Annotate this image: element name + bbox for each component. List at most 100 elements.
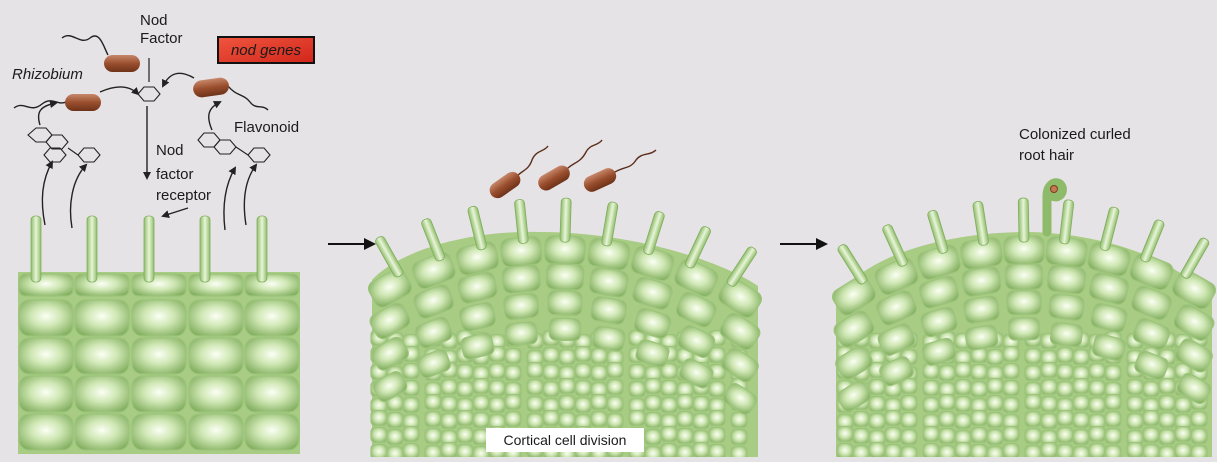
- plant-cell: [132, 338, 186, 374]
- plant-cell: [543, 365, 559, 380]
- plant-cell: [387, 413, 403, 428]
- plant-cell: [1041, 363, 1057, 378]
- plant-cell: [1041, 397, 1057, 412]
- plant-cell: [1105, 412, 1121, 427]
- bacterium-icon: [65, 94, 101, 111]
- plant-cell: [1105, 395, 1121, 410]
- plant-cell: [987, 379, 1003, 394]
- plant-cell: [189, 274, 243, 296]
- bacterium-icon: [104, 55, 140, 72]
- plant-cell: [1057, 428, 1073, 443]
- plant-cell: [441, 443, 457, 458]
- plant-cell: [457, 445, 473, 458]
- plant-cell: [1073, 396, 1089, 411]
- plant-cell: [1191, 429, 1207, 444]
- plant-cell: [955, 443, 971, 458]
- plant-cell: [1003, 427, 1019, 442]
- plant-cell: [371, 428, 387, 443]
- plant-cell: [189, 338, 243, 374]
- plant-cell: [425, 412, 441, 427]
- colonized-label-line1: Colonized curled: [1019, 126, 1131, 143]
- root-hair: [31, 216, 41, 282]
- plant-cell: [527, 380, 543, 395]
- plant-cell: [489, 381, 505, 396]
- plant-cell: [901, 430, 917, 445]
- plant-cell: [1003, 347, 1019, 362]
- plant-cell: [559, 413, 575, 428]
- plant-cell: [607, 363, 623, 378]
- receptor-label-line1: Nod: [156, 142, 184, 159]
- nod-factor-molecule: [138, 87, 160, 101]
- plant-cell: [1191, 446, 1207, 458]
- plant-cell: [923, 427, 939, 442]
- root-hair: [200, 216, 210, 282]
- plant-cell: [693, 397, 709, 412]
- plant-cell: [939, 429, 955, 444]
- root-hair: [144, 216, 154, 282]
- plant-cell: [575, 347, 591, 362]
- plant-cell: [543, 411, 559, 426]
- plant-cell: [939, 395, 955, 410]
- plant-cell: [1159, 413, 1175, 428]
- plant-cell: [543, 348, 559, 363]
- plant-cell: [661, 444, 677, 458]
- plant-cell: [371, 445, 387, 458]
- plant-cell: [19, 376, 73, 412]
- plant-cell: [1003, 381, 1019, 396]
- plant-cell: [591, 412, 607, 427]
- plant-cell: [575, 398, 591, 413]
- plant-cell: [189, 376, 243, 412]
- plant-cell: [489, 398, 505, 413]
- plant-cell: [245, 338, 299, 374]
- root-hair: [836, 243, 868, 286]
- plant-cell: [645, 413, 661, 428]
- plant-cell: [661, 427, 677, 442]
- plant-cell: [19, 414, 73, 450]
- plant-cell: [591, 349, 607, 364]
- cortical-division-label: Cortical cell division: [504, 432, 627, 448]
- plant-cell: [591, 366, 607, 381]
- plant-cell: [1073, 413, 1089, 428]
- plant-cell: [1143, 428, 1159, 443]
- plant-cell: [1050, 322, 1083, 347]
- plant-cell: [1025, 366, 1041, 381]
- plant-cell: [1105, 446, 1121, 458]
- plant-cell: [1073, 379, 1089, 394]
- plant-cell: [441, 380, 457, 395]
- plant-cell: [1041, 443, 1057, 458]
- plant-cell: [1175, 398, 1191, 413]
- plant-cell: [457, 411, 473, 426]
- plant-cell: [132, 274, 186, 296]
- plant-cell: [1105, 429, 1121, 444]
- plant-cell: [549, 318, 581, 341]
- plant-cell: [559, 396, 575, 411]
- plant-cell: [1159, 447, 1175, 458]
- plant-cell: [1025, 395, 1041, 410]
- plant-cell: [939, 366, 955, 381]
- plant-cell: [1159, 379, 1175, 394]
- plant-cell: [939, 446, 955, 458]
- plant-cell: [709, 445, 725, 458]
- plant-cell: [923, 381, 939, 396]
- plant-cell: [923, 398, 939, 413]
- plant-cell: [971, 382, 987, 397]
- root-hair: [560, 198, 571, 242]
- plant-cell: [527, 414, 543, 429]
- plant-cell: [1191, 412, 1207, 427]
- plant-cell: [403, 364, 419, 379]
- plant-cell: [731, 430, 747, 445]
- plant-cell: [527, 397, 543, 412]
- plant-cell: [645, 396, 661, 411]
- plant-cell: [885, 445, 901, 458]
- plant-cell: [987, 396, 1003, 411]
- plant-cell: [1025, 349, 1041, 364]
- plant-cell: [505, 395, 521, 410]
- bacterium-icon: [486, 169, 523, 202]
- plant-cell: [590, 296, 627, 325]
- plant-cell: [575, 364, 591, 379]
- plant-cell: [75, 414, 129, 450]
- rhizobium-label: Rhizobium: [12, 66, 83, 83]
- plant-cell: [677, 395, 693, 410]
- plant-cell: [869, 414, 885, 429]
